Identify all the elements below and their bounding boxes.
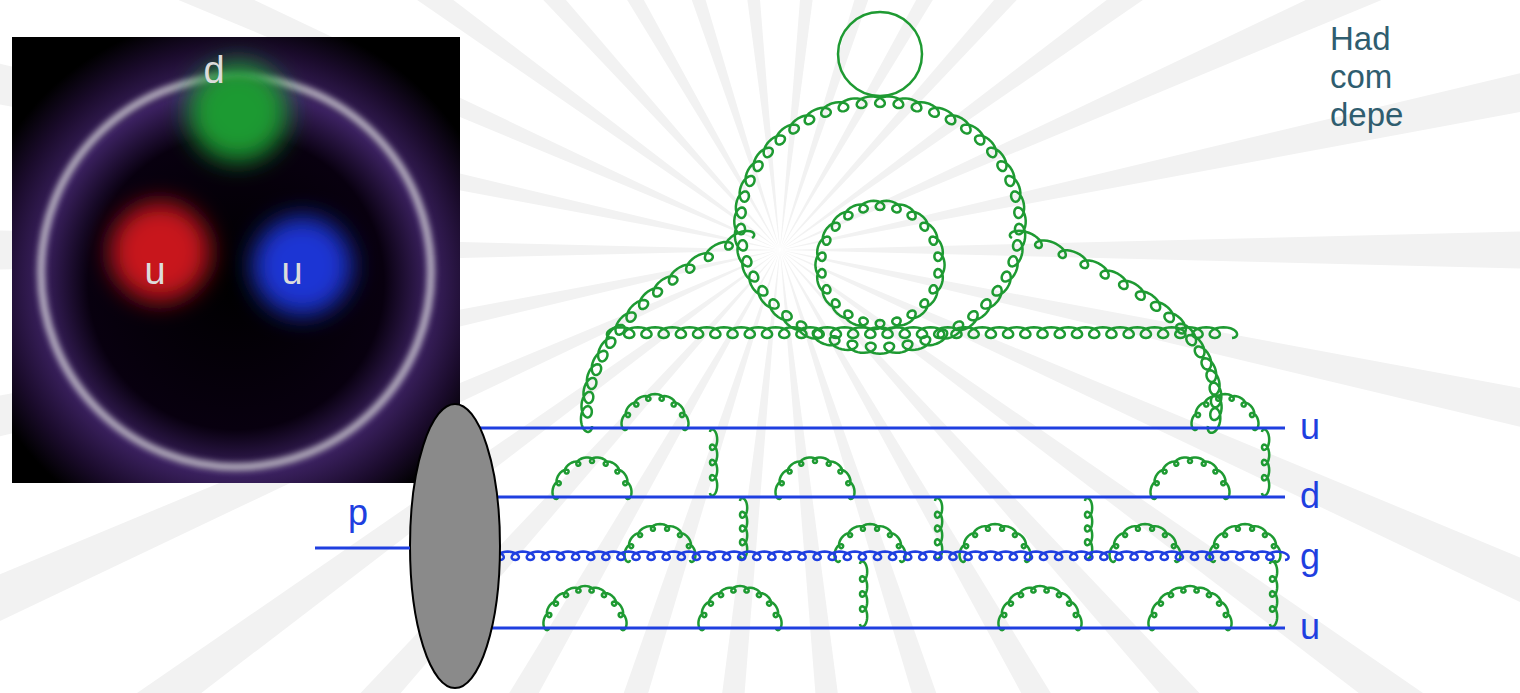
proton-picture [12, 37, 460, 483]
light-ray [780, 29, 1520, 250]
gluon-line [1270, 561, 1277, 626]
gluon-line [935, 498, 942, 559]
gluon-line [1085, 498, 1092, 559]
heading-text: Had [1330, 20, 1391, 58]
light-ray [780, 226, 1520, 273]
heading-text: com [1330, 58, 1392, 96]
quark-blob: u [98, 190, 222, 314]
quark-label: u [281, 251, 302, 293]
gluon-line [622, 394, 689, 430]
light-ray [780, 0, 1275, 250]
gluon-line [998, 586, 1081, 630]
parton-lines [470, 428, 1285, 628]
gluon-line [860, 561, 867, 626]
gluon-line [553, 458, 632, 499]
quark-line [470, 627, 1285, 630]
gluon-line [776, 458, 855, 499]
quark-shape [176, 50, 300, 174]
parton-label: g [1300, 536, 1320, 577]
quark-glow [188, 62, 287, 161]
gluon-line [466, 552, 1288, 560]
proton-line [315, 547, 410, 550]
parton-label: d [1300, 475, 1320, 516]
parton-label: u [1300, 406, 1320, 447]
quark-label: d [203, 50, 224, 92]
quark-line [470, 427, 1285, 430]
gluon-line [466, 552, 1288, 560]
proton-label: p [348, 492, 368, 533]
gluon-line [1192, 394, 1259, 430]
gluon-line [1148, 586, 1231, 630]
quark-label: u [144, 251, 165, 293]
quark-glow [252, 216, 351, 315]
heading-text: depe [1330, 96, 1403, 134]
light-ray [657, 0, 780, 250]
quark-loop [838, 12, 922, 96]
light-ray [780, 0, 1433, 250]
proton-blob [410, 404, 500, 688]
gluon-line [607, 327, 1237, 338]
gluon-line [734, 96, 1025, 353]
quark-line [470, 496, 1285, 499]
quark-blob: d [176, 50, 300, 174]
gluon-line [1151, 458, 1230, 499]
parton-label: u [1300, 606, 1320, 647]
gluon-line [740, 498, 747, 559]
gluon-line [710, 429, 717, 495]
gluon-line [815, 201, 944, 329]
light-ray [464, 0, 780, 250]
quark-glow [110, 202, 209, 301]
gluon-line [543, 586, 626, 630]
quark-blob: u [240, 204, 364, 328]
gluon-line [1262, 429, 1269, 495]
gluon-line [698, 586, 781, 630]
gluon-lines [543, 96, 1280, 630]
